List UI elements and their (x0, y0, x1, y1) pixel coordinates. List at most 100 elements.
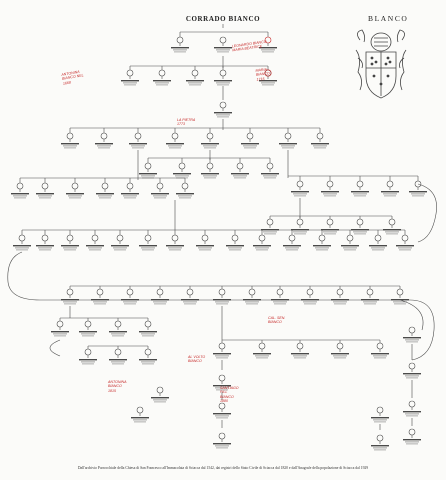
generation-marker (296, 218, 304, 226)
generation-marker (356, 218, 364, 226)
generation-marker (66, 234, 74, 242)
person-dates-text (131, 145, 145, 147)
generation-marker (84, 348, 92, 356)
generation-marker (114, 320, 122, 328)
generation-marker (258, 342, 266, 350)
person-dates-text (216, 49, 230, 51)
person-dates-text (374, 449, 386, 451)
person-dates-text (39, 249, 51, 251)
generation-marker (18, 234, 26, 242)
person-name-text (61, 143, 79, 145)
tree-connector (399, 299, 424, 331)
generation-marker (144, 162, 152, 170)
person-dates-text (364, 303, 376, 305)
person-name-text (214, 112, 232, 114)
person-dates-text (63, 145, 77, 147)
person-dates-text (53, 333, 67, 335)
person-dates-text (384, 195, 396, 197)
generation-marker (266, 218, 274, 226)
generation-marker (346, 234, 354, 242)
person-dates-text (303, 301, 317, 303)
person-dates-text (386, 233, 398, 235)
person-name-text (403, 439, 421, 441)
person-dates-text (281, 145, 295, 147)
generation-marker (136, 406, 144, 414)
person-dates-text (154, 401, 166, 403)
annotation-circle (264, 69, 272, 77)
annotation-antonina-1815: ANTONINA BIANCO 1815 (108, 380, 127, 393)
person-dates-text (188, 82, 202, 84)
person-dates-text (216, 357, 228, 359)
person-name-text (279, 143, 297, 145)
generation-marker (266, 162, 274, 170)
person-dates-text (215, 415, 229, 417)
tree-connector (417, 183, 437, 243)
generation-marker (191, 69, 199, 77)
person-dates-text (406, 377, 418, 379)
generation-marker (176, 36, 184, 44)
tree-connector (7, 251, 435, 361)
person-dates-text (233, 175, 247, 177)
generation-marker (218, 432, 226, 440)
person-dates-text (263, 175, 277, 177)
person-dates-text (315, 247, 329, 249)
person-name-text (371, 417, 389, 419)
person-dates-text (174, 51, 186, 53)
generation-marker (296, 180, 304, 188)
person-name-text (121, 299, 139, 301)
person-dates-text (314, 147, 326, 149)
person-name-text (36, 245, 54, 247)
person-name-text (61, 245, 79, 247)
generation-marker (376, 434, 384, 442)
person-dates-text (399, 249, 411, 251)
person-dates-text (203, 175, 217, 177)
person-dates-text (141, 333, 155, 335)
generation-marker (218, 288, 226, 296)
generation-marker (218, 342, 226, 350)
person-dates-text (293, 231, 307, 233)
person-dates-text (323, 231, 337, 233)
person-name-text (173, 173, 191, 175)
person-dates-text (64, 303, 76, 305)
person-name-text (139, 173, 157, 175)
person-dates-text (216, 447, 228, 449)
person-dates-text (178, 195, 192, 197)
generation-marker (41, 182, 49, 190)
person-dates-text (372, 249, 384, 251)
generation-marker (144, 348, 152, 356)
person-dates-text (89, 249, 101, 251)
person-name-text (151, 299, 169, 301)
person-name-text (166, 245, 184, 247)
generation-marker (356, 180, 364, 188)
person-dates-text (216, 417, 228, 419)
person-dates-text (229, 249, 241, 251)
person-dates-text (374, 357, 386, 359)
person-dates-text (93, 301, 107, 303)
generation-marker (246, 132, 254, 140)
person-dates-text (133, 419, 147, 421)
generation-marker (116, 234, 124, 242)
person-dates-text (141, 247, 155, 249)
person-dates-text (124, 303, 136, 305)
person-name-text (79, 331, 97, 333)
person-dates-text (82, 363, 94, 365)
person-dates-text (63, 301, 77, 303)
person-dates-text (373, 419, 387, 421)
person-name-text (213, 353, 231, 355)
person-name-text (241, 143, 259, 145)
person-dates-text (333, 301, 347, 303)
person-dates-text (215, 387, 229, 389)
person-name-text (86, 245, 104, 247)
person-dates-text (294, 233, 306, 235)
person-dates-text (406, 341, 418, 343)
person-dates-text (324, 195, 336, 197)
person-name-text (403, 373, 421, 375)
person-name-text (271, 299, 289, 301)
person-dates-text (246, 303, 258, 305)
person-name-text (226, 245, 244, 247)
person-dates-text (405, 339, 419, 341)
person-dates-text (123, 301, 137, 303)
person-name-text (331, 353, 349, 355)
person-dates-text (69, 197, 81, 199)
person-dates-text (81, 361, 95, 363)
